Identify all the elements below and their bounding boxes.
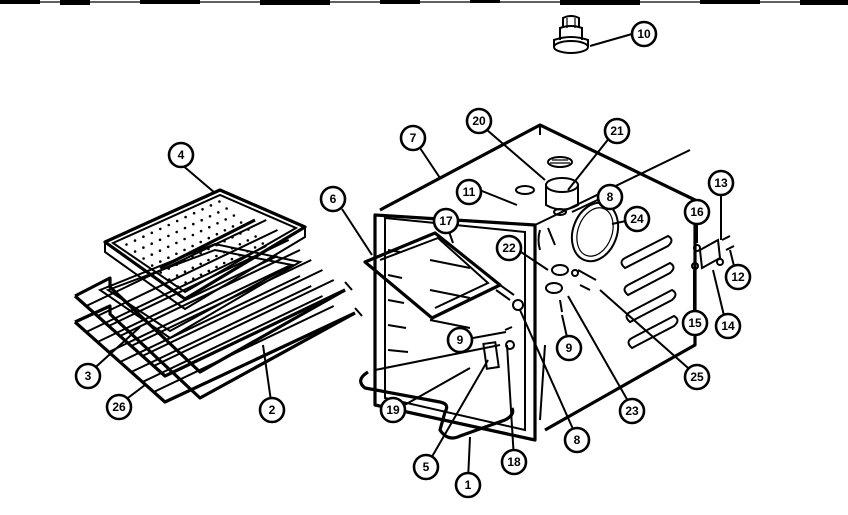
svg-text:11: 11 xyxy=(463,185,476,199)
svg-text:1: 1 xyxy=(465,478,472,492)
svg-text:26: 26 xyxy=(112,400,126,414)
svg-text:16: 16 xyxy=(690,205,704,219)
svg-text:25: 25 xyxy=(690,370,704,384)
callout-26: 26 xyxy=(105,393,133,421)
callout-16: 16 xyxy=(683,198,711,226)
callout-8-lower: 8 xyxy=(563,426,591,454)
callout-23: 23 xyxy=(618,397,646,425)
callout-1: 1 xyxy=(454,471,482,499)
callout-20: 20 xyxy=(465,107,493,135)
svg-text:9: 9 xyxy=(457,333,464,347)
callout-5: 5 xyxy=(412,453,440,481)
svg-text:22: 22 xyxy=(502,241,516,255)
broil-element xyxy=(363,231,515,320)
oven-knob xyxy=(553,15,589,54)
svg-text:12: 12 xyxy=(731,270,745,284)
svg-text:4: 4 xyxy=(178,148,185,162)
callout-12: 12 xyxy=(724,263,752,291)
callout-19: 19 xyxy=(379,396,407,424)
svg-text:15: 15 xyxy=(688,316,702,330)
svg-text:20: 20 xyxy=(472,114,486,128)
callout-25: 25 xyxy=(683,363,711,391)
bake-element xyxy=(359,344,515,440)
svg-text:21: 21 xyxy=(610,124,624,138)
terminal-block xyxy=(691,235,735,270)
callout-14: 14 xyxy=(714,312,742,340)
callout-3: 3 xyxy=(74,362,102,390)
callout-6: 6 xyxy=(319,185,347,213)
svg-text:13: 13 xyxy=(714,176,728,190)
svg-text:18: 18 xyxy=(507,455,521,469)
callouts: 1 2 3 4 5 6 7 8 8 9 9 10 11 12 13 14 15 … xyxy=(74,20,752,499)
svg-text:6: 6 xyxy=(330,192,337,206)
callout-9-right: 9 xyxy=(555,334,583,362)
svg-text:2: 2 xyxy=(269,403,276,417)
svg-text:9: 9 xyxy=(566,341,573,355)
svg-text:24: 24 xyxy=(630,212,644,226)
callout-17: 17 xyxy=(432,207,460,235)
callout-4: 4 xyxy=(167,141,195,169)
svg-text:23: 23 xyxy=(625,404,639,418)
svg-text:19: 19 xyxy=(386,403,400,417)
callout-9-left: 9 xyxy=(446,326,474,354)
svg-text:14: 14 xyxy=(721,319,735,333)
callout-15: 15 xyxy=(681,309,709,337)
callout-18: 18 xyxy=(500,448,528,476)
callout-13: 13 xyxy=(707,169,735,197)
callout-7: 7 xyxy=(399,124,427,152)
callout-10: 10 xyxy=(630,20,658,48)
oven-racks xyxy=(73,219,363,404)
callout-21: 21 xyxy=(603,117,631,145)
callout-11: 11 xyxy=(455,178,483,206)
svg-text:5: 5 xyxy=(423,460,430,474)
callout-2: 2 xyxy=(258,396,286,424)
svg-text:17: 17 xyxy=(439,214,453,228)
svg-text:8: 8 xyxy=(574,433,581,447)
svg-text:3: 3 xyxy=(85,369,92,383)
top-edge-artifact xyxy=(0,0,848,5)
svg-text:10: 10 xyxy=(637,27,651,41)
callout-8-upper: 8 xyxy=(596,183,624,211)
svg-text:7: 7 xyxy=(410,131,417,145)
svg-text:8: 8 xyxy=(607,190,614,204)
callout-24: 24 xyxy=(623,205,651,233)
callout-22: 22 xyxy=(495,234,523,262)
